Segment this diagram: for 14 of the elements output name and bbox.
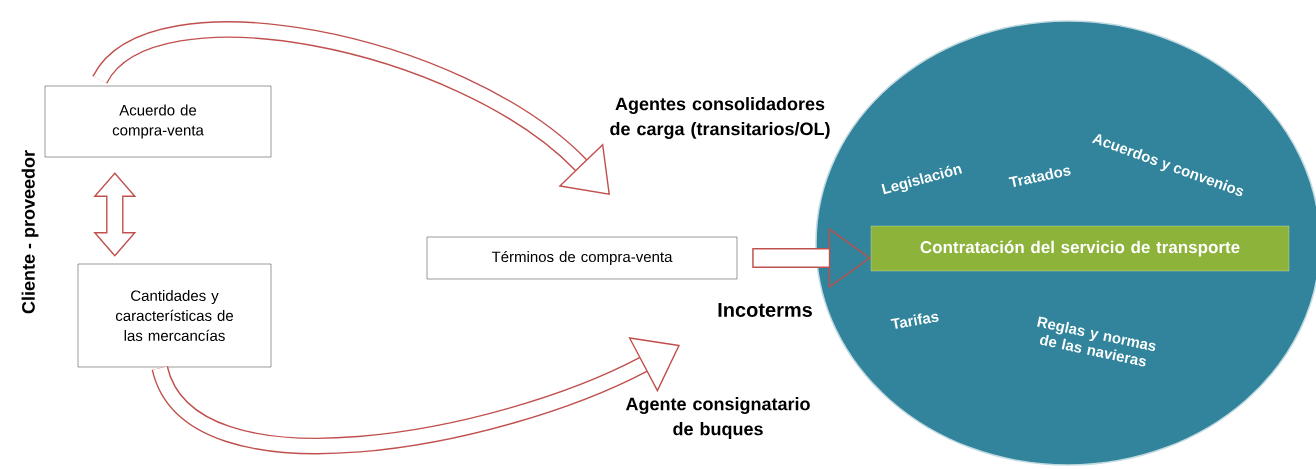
text-box: Acuerdo de compra-venta [44,85,272,158]
topic-text: Reglas y normas de las navieras [1037,316,1156,367]
curved-arrow [93,21,610,195]
double-arrow [93,172,137,257]
agent-label: Agente consignatario de buques [625,397,810,439]
curved-arrow [152,337,680,455]
highlight-box: Contratación del servicio de transporte [870,225,1290,272]
text-box: Términos de compra-venta [426,236,738,280]
axis-label: Cliente - proveedor [21,150,39,314]
topic-text: Tarifas [890,313,939,329]
agent-label: Agentes consolidadores de carga (transitarios/OL) [610,97,830,139]
text-box: Cantidades y características de las mercancías [77,263,272,368]
topic-text: Tratados [1008,167,1071,188]
edge-label: Incoterms [718,303,812,317]
